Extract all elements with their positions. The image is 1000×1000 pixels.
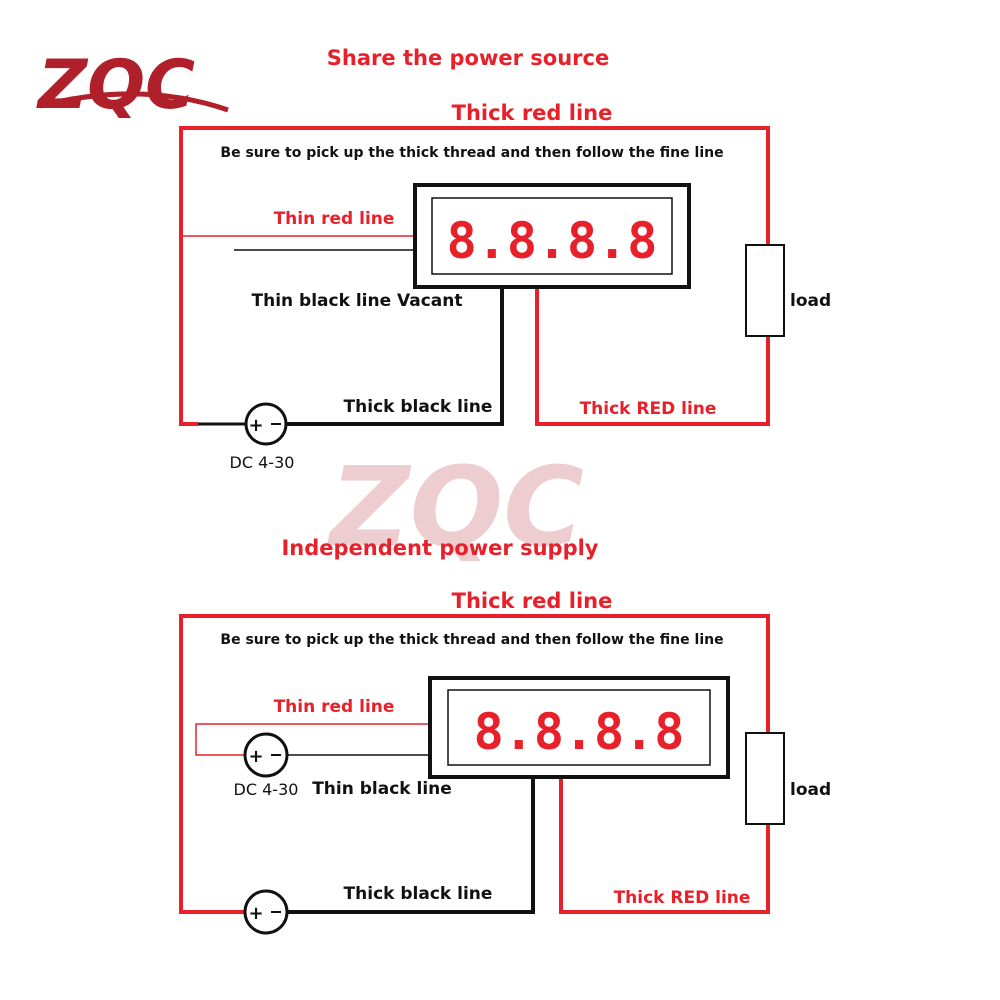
logo-swoosh xyxy=(39,91,229,113)
top-thick-black-label: Thick black line xyxy=(344,397,493,417)
top-source-label: DC 4-30 xyxy=(230,453,295,472)
top-title: Share the power source xyxy=(327,46,609,70)
bottom-thin-red-wire xyxy=(195,723,430,756)
bottom-thick-red-return xyxy=(559,777,770,914)
bottom-aux-source-plus: + xyxy=(248,746,263,767)
top-thick-black-wire xyxy=(283,287,504,426)
bottom-thick-red-return-label: Thick RED line xyxy=(614,888,751,908)
top-load-label: load xyxy=(790,291,831,311)
top-source-plus: + xyxy=(248,415,263,436)
bottom-thick-red-label: Thick red line xyxy=(452,589,613,613)
bottom-aux-dc-source xyxy=(243,732,289,778)
bottom-meter-digits: 8.8.8.8 xyxy=(474,703,685,761)
bottom-main-source-plus: + xyxy=(248,903,263,924)
bottom-thin-red-label: Thin red line xyxy=(274,697,395,717)
bottom-source-label: DC 4-30 xyxy=(234,780,299,799)
bottom-meter-window xyxy=(447,689,711,766)
logo-text: ZQC xyxy=(36,46,195,125)
top-dc-source xyxy=(244,402,288,446)
top-thin-red-label: Thin red line xyxy=(274,209,395,229)
bottom-title: Independent power supply xyxy=(281,536,598,560)
bottom-thin-black-label: Thin black line xyxy=(312,779,452,799)
watermark-text: ZQC xyxy=(327,443,584,571)
bottom-thick-red-loop xyxy=(179,614,770,914)
top-meter-window xyxy=(431,197,673,275)
top-meter-digits: 8.8.8.8 xyxy=(447,212,658,270)
bottom-main-dc-source xyxy=(243,889,289,935)
bottom-load xyxy=(745,732,785,825)
top-thin-black-label: Thin black line Vacant xyxy=(252,291,463,311)
top-instruction: Be sure to pick up the thick thread and … xyxy=(220,145,723,161)
top-load xyxy=(745,244,785,337)
top-thick-red-label: Thick red line xyxy=(452,101,613,125)
bottom-thick-black-label: Thick black line xyxy=(344,884,493,904)
bottom-instruction: Be sure to pick up the thick thread and … xyxy=(220,632,723,648)
top-thick-red-return xyxy=(535,287,770,426)
zqc-logo: ZQC xyxy=(36,46,229,125)
top-thick-red-return-label: Thick RED line xyxy=(580,399,717,419)
bottom-thick-black-wire xyxy=(287,777,535,914)
zqc-watermark: ZQC xyxy=(327,443,584,571)
bottom-load-label: load xyxy=(790,780,831,800)
top-thick-red-loop xyxy=(179,126,770,426)
